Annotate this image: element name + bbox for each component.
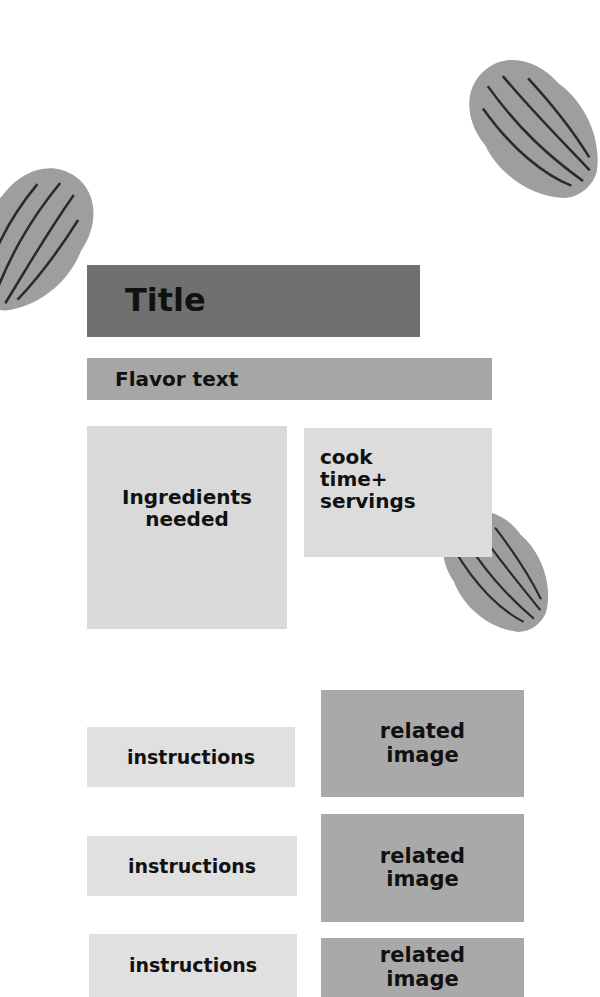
node-label: related image (358, 944, 488, 990)
image-placeholder: related image (321, 690, 524, 797)
node-label: Title (125, 283, 206, 318)
node-label: instructions (128, 856, 256, 877)
flavor-text-bar: Flavor text (87, 358, 492, 400)
node-label: Flavor text (115, 368, 238, 390)
image-placeholder: related image (321, 814, 524, 922)
node-label: cook time+ servings (320, 446, 440, 512)
instructions-box: instructions (89, 934, 297, 997)
node-label: instructions (129, 955, 257, 976)
title-bar: Title (87, 265, 420, 337)
node-label: instructions (127, 747, 255, 768)
cook-time-box: cook time+ servings (304, 428, 492, 557)
ingredients-box: Ingredients needed (87, 426, 287, 629)
node-label: Ingredients needed (95, 486, 279, 530)
shell-doodle (446, 38, 600, 223)
node-label: related image (358, 720, 488, 766)
instructions-box: instructions (87, 727, 295, 787)
image-placeholder: related image (321, 938, 524, 997)
node-label: related image (358, 845, 488, 891)
instructions-box: instructions (87, 836, 297, 896)
